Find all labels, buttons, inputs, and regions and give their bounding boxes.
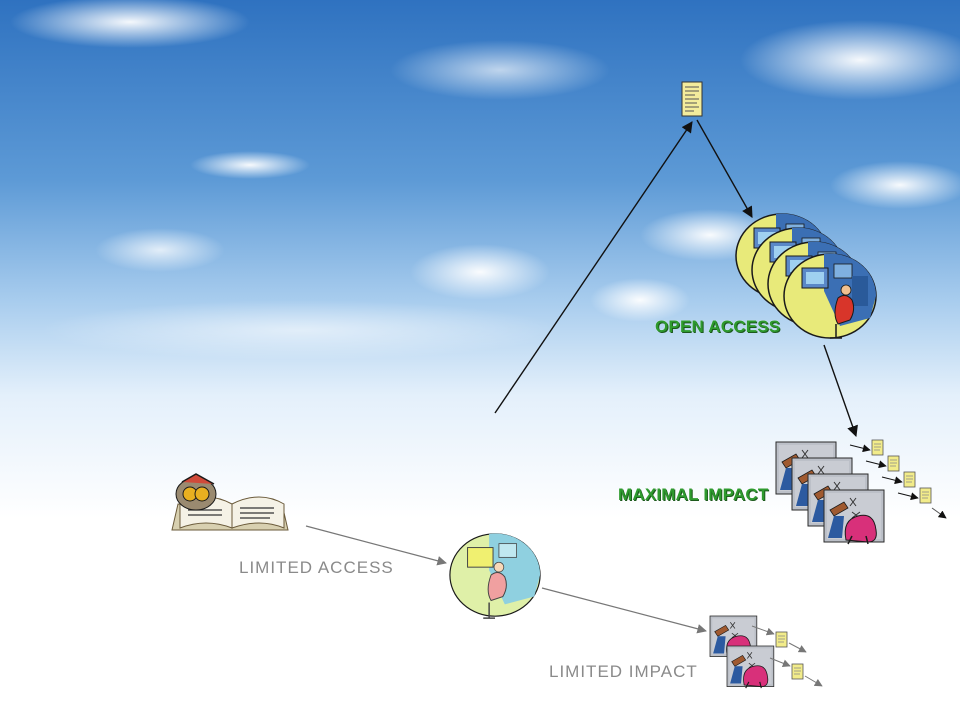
arrow-reader-to-limited-impact <box>541 587 707 634</box>
citation-document-icon <box>903 471 916 488</box>
arrow-paper-to-readers <box>696 119 753 218</box>
citation-document-icon <box>871 439 884 456</box>
maximal-impact-label: MAXIMAL IMPACT <box>618 485 769 504</box>
citation-document-icon <box>919 487 932 504</box>
citation-arrow <box>769 657 791 668</box>
citation-arrow <box>865 460 887 469</box>
arrow-book-to-reader <box>305 525 447 566</box>
citation-arrow <box>881 476 903 485</box>
arrow-readers-to-impact <box>823 344 858 438</box>
citation-document-icon <box>775 631 788 648</box>
open-access-label: OPEN ACCESS <box>655 317 781 336</box>
reader-computer-icon <box>449 533 541 619</box>
paper-document-icon <box>681 81 703 117</box>
citation-document-icon <box>791 663 804 680</box>
arrow-to-paper <box>494 121 693 414</box>
limited-impact-label: LIMITED IMPACT <box>549 662 698 681</box>
limited-access-label: LIMITED ACCESS <box>239 558 394 577</box>
reader-computer-icon <box>783 252 877 339</box>
citation-arrow <box>931 507 947 519</box>
researcher-icon <box>726 645 775 689</box>
citation-arrow <box>804 675 823 687</box>
open-book-icon <box>171 473 289 531</box>
citation-arrow <box>897 492 919 501</box>
citation-arrow <box>849 444 871 453</box>
citation-arrow <box>788 642 807 653</box>
citation-arrow <box>751 625 775 636</box>
researcher-icon <box>823 489 885 545</box>
citation-document-icon <box>887 455 900 472</box>
